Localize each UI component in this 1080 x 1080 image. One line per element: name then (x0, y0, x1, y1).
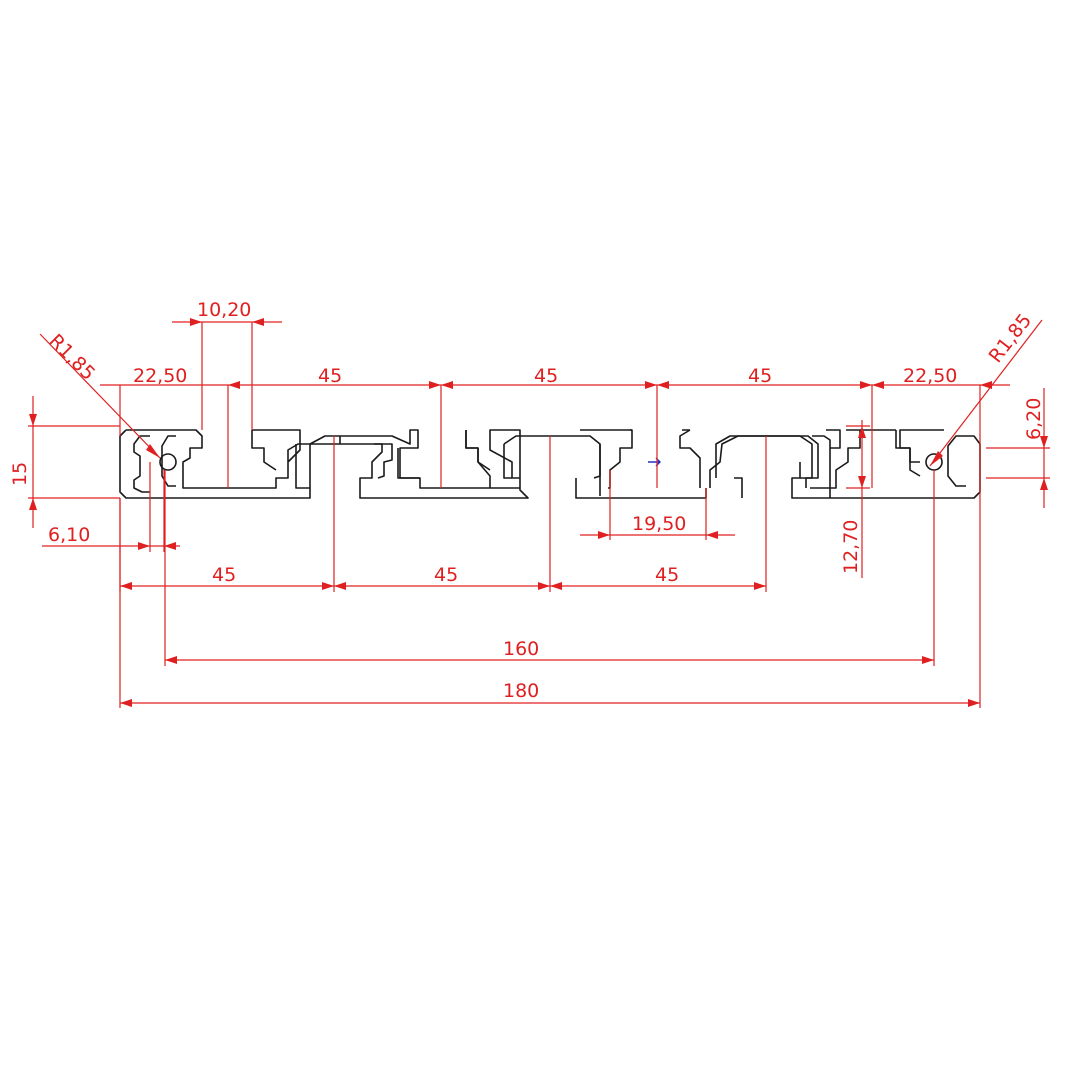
dim-slot-width-label: 19,50 (632, 513, 686, 535)
t-slot-2 (295, 436, 393, 489)
left-end-cap (133, 435, 176, 493)
dim-overall-width-label: 180 (503, 680, 539, 702)
t-slot-7 (715, 435, 819, 498)
t-slot-6 (599, 429, 690, 496)
dim-hole-offset-label: 6,10 (48, 524, 90, 546)
t-slot-5 (503, 435, 707, 499)
dim-radius-right: R1,85 (929, 310, 1043, 467)
center-marker-icon (648, 457, 661, 467)
t-slot-4 (465, 430, 512, 488)
profile-outer-contour (119, 429, 529, 499)
dim-hole-offset: 6,10 (42, 462, 180, 552)
dim-bottom-chain: 45 45 45 (119, 436, 767, 592)
dim-hole-spacing-label: 160 (503, 638, 539, 660)
t-slot-8 (826, 429, 921, 477)
dim-top-pitch-1-label: 45 (318, 365, 342, 387)
dim-top-chain: 22,50 45 45 45 22,50 (100, 365, 1010, 488)
dim-top-right-margin-label: 22,50 (903, 365, 957, 387)
t-slot-3 (397, 448, 420, 479)
dim-bottom-pitch-3-label: 45 (655, 564, 679, 586)
dim-radius-left: R1,85 (39, 330, 161, 459)
dim-slot-width: 19,50 (580, 470, 735, 540)
dim-slot-depth: 6,20 (986, 388, 1050, 508)
dim-height: 15 (9, 396, 120, 528)
dim-height-label: 15 (9, 462, 31, 486)
dim-radius-left-label: R1,85 (44, 330, 99, 385)
dim-slot-depth-label: 6,20 (1023, 398, 1045, 440)
dim-overall-width: 180 (119, 436, 981, 708)
aluminium-profile-outline (119, 429, 981, 499)
profile-top-edge (251, 429, 861, 498)
dim-channel-height: 12,70 (840, 420, 870, 578)
dim-channel-height-label: 12,70 (840, 520, 862, 574)
dim-slot-opening-label: 10,20 (197, 299, 251, 321)
left-end-hole (159, 453, 177, 471)
dim-top-pitch-3-label: 45 (748, 365, 772, 387)
dim-bottom-pitch-2-label: 45 (434, 564, 458, 586)
dim-bottom-pitch-1-label: 45 (212, 564, 236, 586)
dim-slot-opening: 10,20 (172, 299, 282, 430)
dim-top-pitch-2-label: 45 (534, 365, 558, 387)
dim-hole-spacing: 160 (164, 470, 935, 666)
dim-top-left-margin-label: 22,50 (133, 365, 187, 387)
dimension-layer: 10,20 22,50 45 45 45 22,50 (9, 299, 1050, 708)
